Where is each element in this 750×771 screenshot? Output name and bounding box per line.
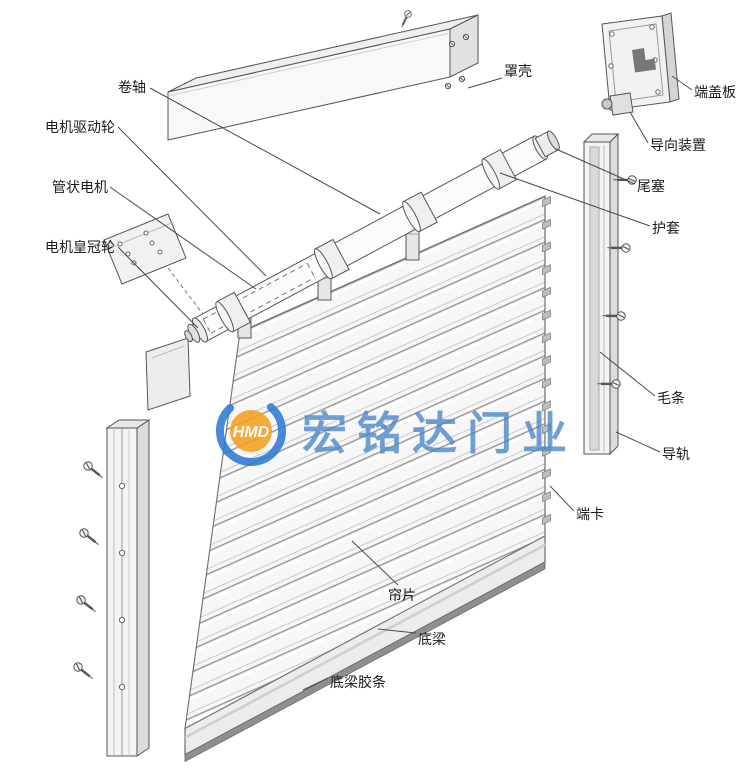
leader-end-clip [549, 485, 575, 512]
label-protective-sleeve: 护套 [652, 220, 680, 236]
part-labels: 卷轴 电机驱动轮 管状电机 电机皇冠轮 罩壳 端盖板 导向装置 尾塞 护套 毛条… [45, 63, 736, 690]
leader-housing [467, 77, 503, 89]
label-motor-crown-wheel: 电机皇冠轮 [45, 239, 115, 255]
curtain [184, 195, 551, 763]
label-bottom-beam: 底梁 [418, 631, 446, 647]
housing-screw-icon [458, 75, 466, 83]
leader-roller-shaft [149, 87, 381, 215]
leader-lines [109, 75, 693, 691]
leader-tail-plug [555, 148, 636, 185]
bracket-plate [145, 337, 191, 411]
shaft-collars [215, 148, 518, 333]
label-tail-plug: 尾塞 [637, 178, 665, 194]
end-clips [542, 195, 551, 525]
rail-screw-icon [73, 593, 101, 613]
label-curtain-slat: 帘片 [388, 587, 416, 603]
label-tubular-motor: 管状电机 [52, 179, 108, 195]
leader-motor-drive-wheel [117, 126, 267, 277]
label-end-clip: 端卡 [576, 506, 604, 522]
motor-axis-dashed-line [167, 267, 207, 319]
rail-screw-icon [80, 459, 108, 479]
watermark: HMD 宏铭达门业 [216, 396, 577, 466]
crown-wheel-end [184, 317, 209, 343]
watermark-logo-ring [216, 396, 286, 466]
roller-shaft [184, 130, 560, 343]
end-cover-plate [601, 12, 680, 111]
label-end-cover-plate: 端盖板 [694, 84, 736, 100]
leader-motor-crown-wheel [117, 246, 199, 329]
right-guide-rail [582, 132, 620, 456]
label-housing: 罩壳 [504, 63, 532, 79]
housing-screw-icon [462, 33, 470, 41]
leader-end-cover-plate [671, 75, 693, 91]
label-brush-strip: 毛条 [657, 390, 685, 406]
leader-guide-device [629, 111, 649, 144]
bottom-beam-rubber-part [184, 561, 546, 763]
label-bottom-beam-rubber: 底梁胶条 [330, 674, 386, 690]
guide-device-part [601, 92, 634, 116]
watermark-brand-text: 宏铭达门业 [302, 408, 577, 459]
label-guide-device: 导向装置 [650, 137, 706, 153]
label-roller-shaft: 卷轴 [118, 79, 146, 95]
rail-screw-icon [70, 660, 98, 680]
leader-brush-strip [599, 351, 656, 397]
watermark-logo-core [230, 410, 272, 452]
top-screw-icon [400, 9, 413, 30]
rail-screw-icon [76, 526, 104, 546]
leader-bottom-beam-rubber [302, 677, 329, 691]
leader-protective-sleeve [499, 172, 651, 227]
motor-mounting-plate [103, 213, 187, 285]
leader-guide-rail [615, 431, 661, 453]
housing-screw-icon [448, 40, 456, 48]
leader-curtain-slat [351, 540, 399, 586]
leader-tubular-motor [109, 186, 257, 290]
label-guide-rail: 导轨 [662, 446, 690, 462]
label-motor-drive-wheel: 电机驱动轮 [45, 119, 115, 135]
leader-bottom-beam [377, 628, 417, 634]
brush-strip-part [589, 146, 600, 451]
tail-plug-end [532, 130, 560, 160]
left-guide-rail [105, 419, 151, 757]
housing-screw-icon [444, 82, 452, 90]
housing-box [167, 14, 479, 141]
watermark-logo-text: HMD [233, 424, 270, 441]
